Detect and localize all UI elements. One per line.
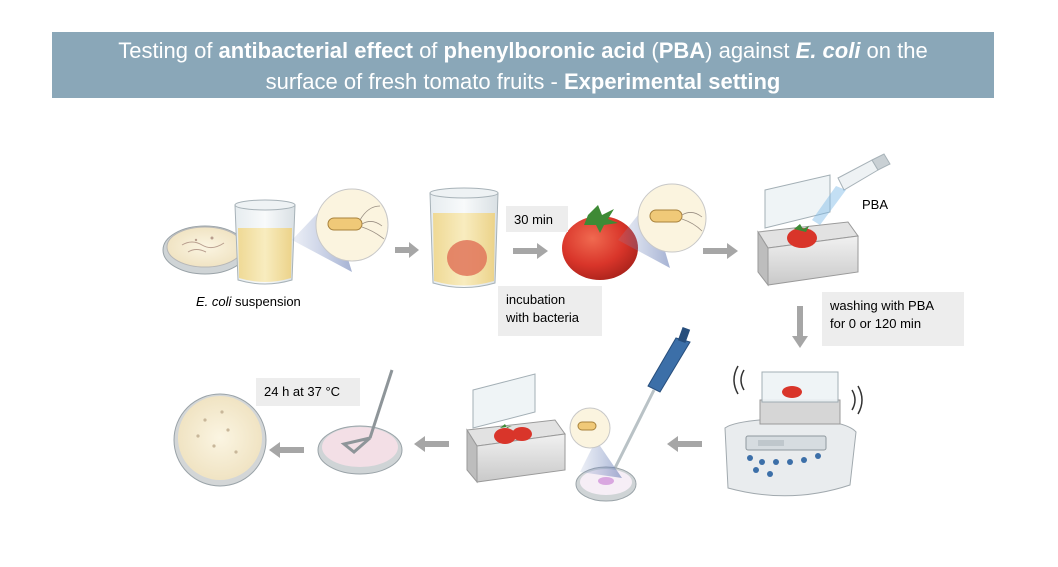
incubation-37-label: 24 h at 37 °C xyxy=(256,378,360,406)
spreader-icon xyxy=(340,369,394,454)
petri-dish-icon xyxy=(173,393,267,487)
arrow-icon xyxy=(703,243,738,259)
time-30-label: 30 min xyxy=(506,206,568,232)
tomato-icon xyxy=(562,205,638,280)
arrow-icon xyxy=(513,243,548,259)
tomato-icon xyxy=(447,240,487,276)
petri-dish-icon xyxy=(162,225,248,275)
washing-label: washing with PBA for 0 or 120 min xyxy=(822,292,964,346)
bacterium-icon xyxy=(315,188,389,262)
title-line-1: Testing of antibacterial effect of pheny… xyxy=(118,38,928,63)
petri-dish-icon xyxy=(317,425,403,475)
pba-tube-icon xyxy=(812,153,891,225)
arrow-icon xyxy=(414,436,449,452)
beaker-icon xyxy=(234,199,296,285)
title-line-2: surface of fresh tomato fruits - Experim… xyxy=(265,69,781,94)
bacterium-icon xyxy=(637,183,707,253)
incubation-label: incubation with bacteria xyxy=(498,286,602,336)
suspension-label: E. coli suspension xyxy=(196,294,301,309)
container-box-icon xyxy=(466,373,566,484)
container-box-icon xyxy=(757,174,859,287)
arrow-icon xyxy=(395,242,419,258)
pipette-icon xyxy=(608,327,691,479)
arrow-icon xyxy=(269,442,304,458)
pba-label: PBA xyxy=(862,197,889,212)
bacterium-icon xyxy=(569,407,611,449)
title-banner: Testing of antibacterial effect of pheny… xyxy=(52,32,994,98)
arrow-icon xyxy=(792,306,808,348)
shaker-icon xyxy=(724,365,863,497)
arrow-icon xyxy=(667,436,702,452)
